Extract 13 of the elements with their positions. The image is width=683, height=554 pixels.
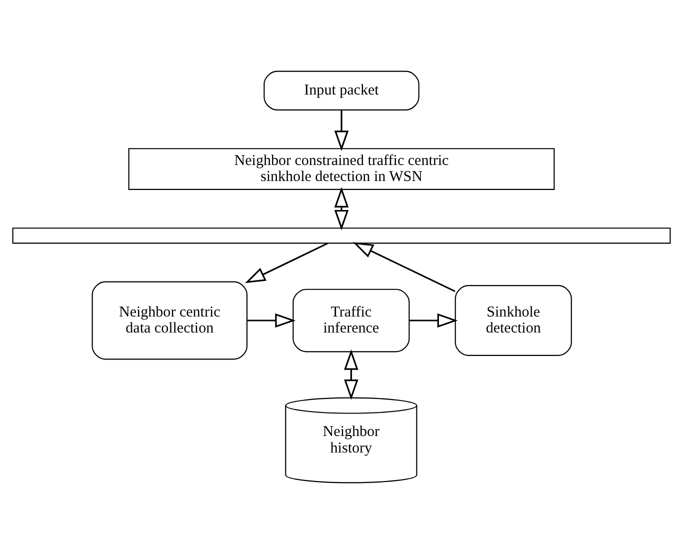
arrow (334, 187, 349, 230)
node-box: Input packet (264, 70, 420, 110)
node-box: Traffic inference (292, 288, 410, 352)
arrow (245, 242, 328, 284)
arrow (352, 242, 456, 292)
node-box: Sinkhole detection (454, 285, 572, 356)
node-box: Neighbor centric data collection (92, 281, 248, 360)
arrow (409, 313, 458, 328)
node-bar (12, 228, 671, 244)
node-box: Neighbor constrained traffic centric sinkhole detection in WSN (128, 148, 555, 190)
arrow (344, 349, 358, 400)
arrow (247, 313, 296, 328)
arrow (334, 110, 349, 152)
